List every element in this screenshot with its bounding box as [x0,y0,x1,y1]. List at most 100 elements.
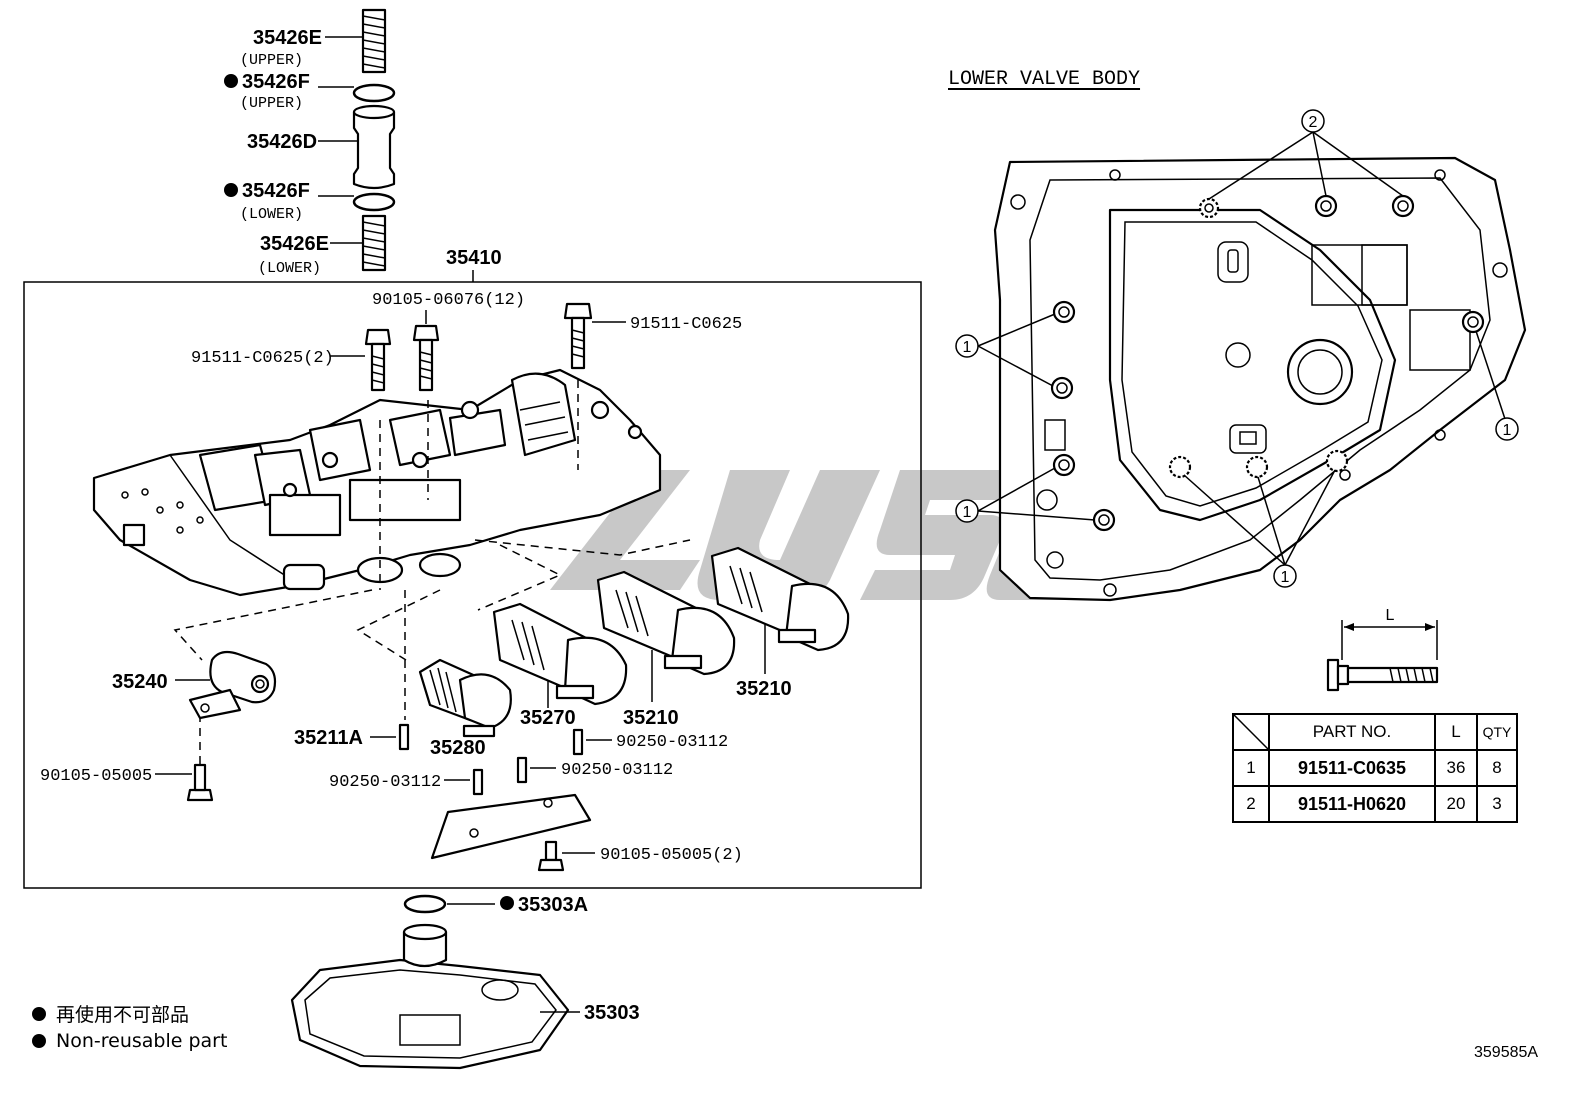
pin-90250-a [572,728,584,756]
row-part-no: 91511-H0620 [1268,785,1436,823]
legend-item: 再使用不可部品 [32,1000,227,1027]
bolt-91511-C0625-2 [364,328,392,392]
note-35426F-lower: (LOWER) [240,206,303,223]
bolt-type-2 [1391,194,1415,218]
strainer-35303 [290,923,570,1070]
bolt-spec-table: PART NO. L QTY 1 91511-C0635 36 8 2 9151… [1232,713,1518,823]
legend-item: Non-reusable part [32,1027,227,1054]
label-35426D: 35426D [247,131,317,153]
label-91511-C0625-2: 91511-C0625(2) [191,349,334,368]
label-91511-C0625: 91511-C0625 [630,315,742,334]
row-index: 2 [1232,785,1270,823]
svg-text:1: 1 [963,339,972,356]
spring-lower-35426E [361,214,387,272]
bolt-type-1 [1325,449,1349,473]
table-header-row: PART NO. L QTY [1232,713,1518,751]
plate [430,793,592,860]
callout-1-left-top: 1 [955,313,1056,387]
note-35426E-lower: (LOWER) [258,260,321,277]
non-reusable-dot [32,1006,46,1021]
table-corner-cell [1232,713,1270,751]
label-90105-05005: 90105-05005 [40,767,152,786]
row-index: 1 [1232,749,1270,787]
valve-body [92,368,662,597]
lower-valve-body [993,156,1527,602]
pin-35211A [398,723,410,751]
row-qty: 8 [1476,749,1518,787]
label-35280: 35280 [430,737,486,759]
bolt-type-2 [1314,194,1338,218]
row-l: 20 [1434,785,1478,823]
label-35270: 35270 [520,707,576,729]
bolt-length-diagram: L [1326,607,1439,692]
pin-90250-b [516,756,528,784]
sleeve-35426D [352,104,396,190]
legend-text-en: Non-reusable part [56,1029,228,1052]
label-35210-a: 35210 [623,707,679,729]
solenoid-35280 [418,658,512,738]
document-id: 359585A [1474,1044,1539,1061]
bolt-type-1 [1092,508,1116,532]
solenoid-35270 [492,602,628,706]
label-35210-b: 35210 [736,678,792,700]
note-35426F-upper: (UPPER) [240,95,303,112]
legend: 再使用不可部品 Non-reusable part [32,1000,227,1054]
bolt-type-2 [1198,197,1220,219]
svg-text:1: 1 [1281,569,1290,586]
oring-upper-35426F [352,83,396,103]
solenoid-35210-b [710,546,850,652]
solenoid-35210-a [596,570,736,676]
row-qty: 3 [1476,785,1518,823]
solenoid-35240 [188,650,277,720]
pin-90250-c [472,768,484,796]
svg-text:1: 1 [1503,422,1512,439]
label-35426F-upper: 35426F [242,71,310,93]
header-l: L [1434,713,1478,751]
row-l: 36 [1434,749,1478,787]
header-qty: QTY [1476,713,1518,751]
non-reusable-dot [224,74,238,88]
spring-upper-35426E [361,8,387,74]
row-part-no: 91511-C0635 [1268,749,1436,787]
bolt-91511-C0625 [563,302,593,370]
table-row: 2 91511-H0620 20 3 [1232,785,1518,823]
note-35426E-upper: (UPPER) [240,52,303,69]
label-35303A: 35303A [518,894,588,916]
bolt-90105-05005 [186,763,214,802]
label-35303: 35303 [584,1002,640,1024]
callout-2: 2 [1208,109,1404,200]
svg-text:2: 2 [1309,114,1318,131]
label-90250-b: 90250-03112 [561,761,673,780]
label-90250-c: 90250-03112 [329,773,441,792]
table-row: 1 91511-C0635 36 8 [1232,749,1518,787]
header-part-no: PART NO. [1268,713,1436,751]
oring-35303A [403,894,447,914]
bolt-90105-06076 [412,324,440,392]
label-35211A: 35211A [294,727,363,749]
label-90250-a: 90250-03112 [616,733,728,752]
callout-1-left-bottom: 1 [955,467,1096,523]
section-title: LOWER VALVE BODY [948,68,1141,91]
svg-text:L: L [1386,607,1395,624]
label-90105-06076: 90105-06076(12) [372,291,525,310]
lvb-bolts [1050,194,1485,532]
legend-text-jp: 再使用不可部品 [56,1004,190,1026]
non-reusable-dot [32,1033,46,1048]
callout-1-right: 1 [1475,330,1519,441]
assembly-leaders [173,380,691,765]
label-35240: 35240 [112,671,168,693]
bolt-type-1 [1050,376,1074,400]
non-reusable-dot [500,896,514,910]
non-reusable-dot [224,183,238,197]
bolt-type-1 [1052,300,1076,324]
label-35410: 35410 [446,247,502,269]
bolt-90105-05005-2 [537,840,565,872]
label-90105-05005-2: 90105-05005(2) [600,846,743,865]
label-35426E-lower: 35426E [260,233,329,255]
svg-text:1: 1 [963,504,972,521]
callout-1-bottom: 1 [1183,469,1336,588]
bolt-type-1 [1245,455,1269,479]
label-35426F-lower: 35426F [242,180,310,202]
oring-lower-35426F [352,192,396,212]
